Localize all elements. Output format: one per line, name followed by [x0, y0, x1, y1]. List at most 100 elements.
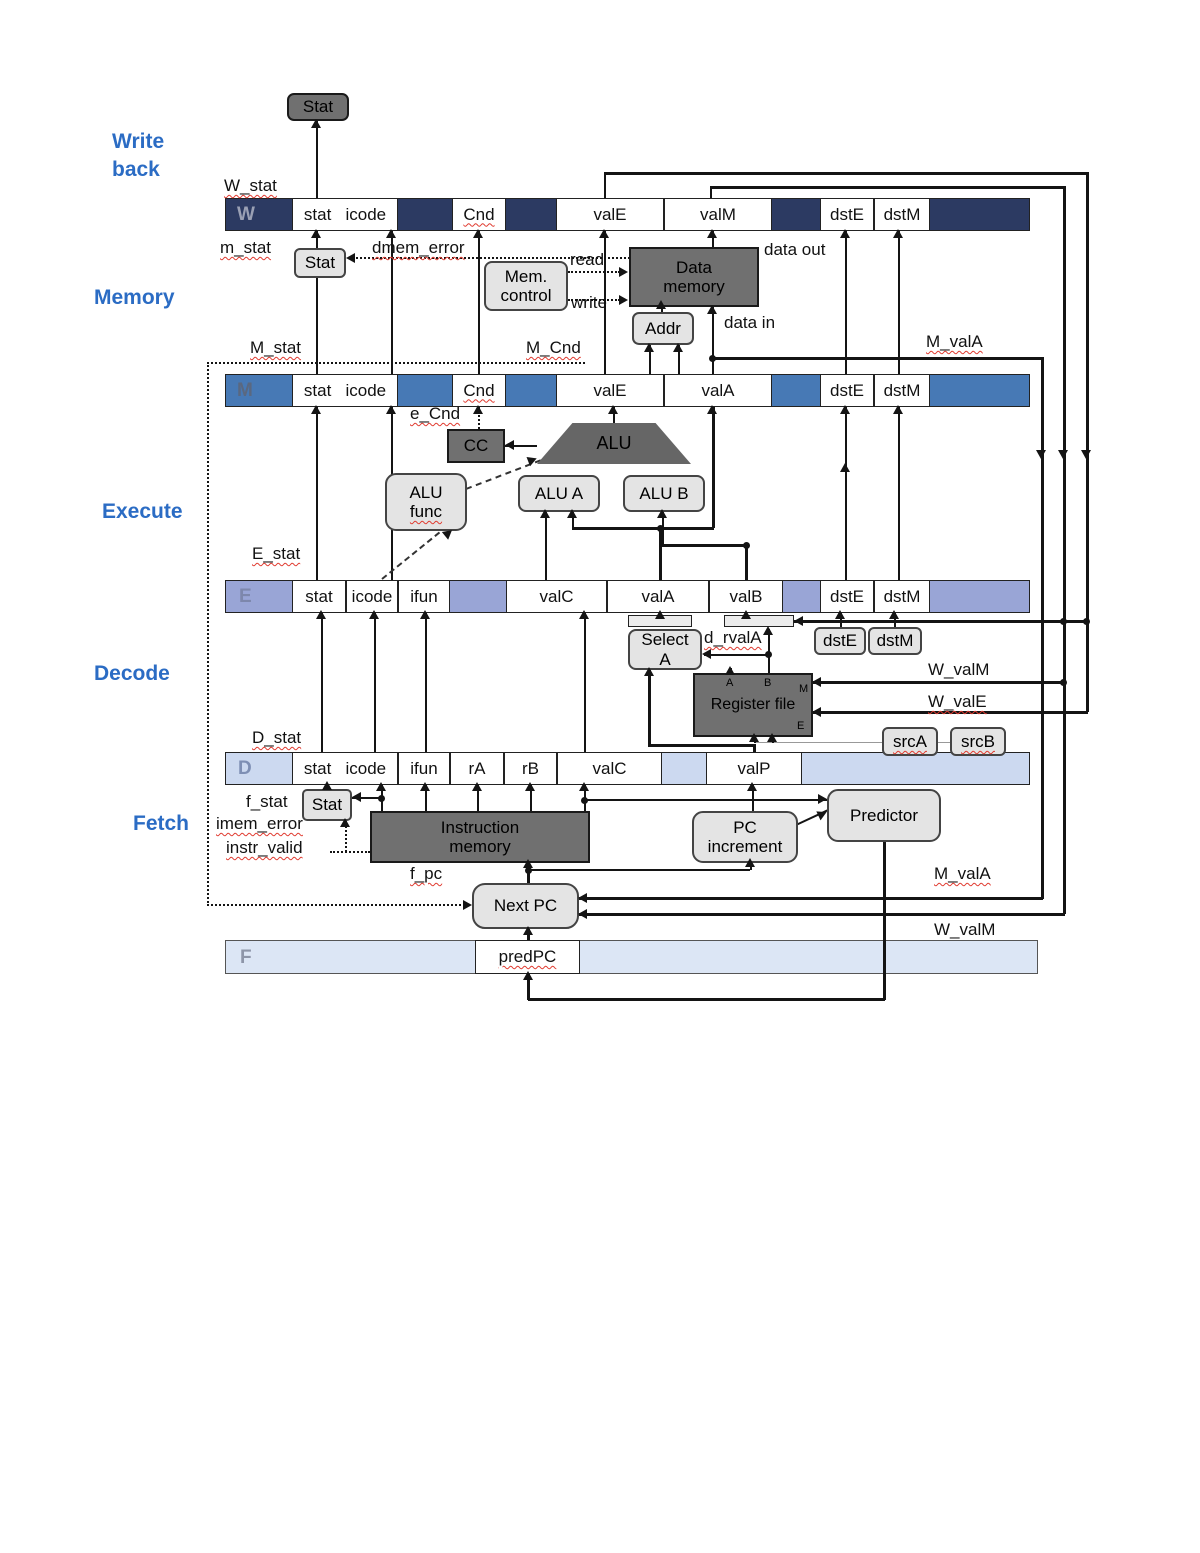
wire	[678, 345, 680, 374]
wire	[1086, 172, 1089, 712]
wire	[572, 512, 574, 527]
arrow	[463, 900, 472, 910]
e-field-dste: dstE	[820, 580, 874, 613]
arrow	[525, 782, 535, 791]
m-field-dstm: dstM	[874, 374, 930, 407]
wire	[478, 231, 480, 374]
register-letter-f: F	[240, 947, 252, 968]
arrow	[840, 229, 850, 238]
e-field-icode: icode	[346, 580, 398, 613]
w-field-stat-icode: stat icode	[292, 198, 398, 231]
pipeline-register-f	[225, 940, 1038, 974]
wire	[578, 913, 1065, 916]
junction-dot	[1060, 679, 1067, 686]
wire	[584, 799, 827, 801]
signal-f-pc: f_pc	[410, 864, 443, 883]
arrow	[707, 405, 717, 414]
arrow	[472, 782, 482, 791]
wire	[712, 357, 1043, 360]
signal-imem-error: imem_error	[216, 814, 303, 833]
wire	[578, 897, 1043, 900]
m-field-cnd: Cnd	[452, 374, 506, 407]
arrow	[540, 509, 550, 518]
stat-unit-memory: Stat	[294, 248, 346, 278]
arrow	[644, 343, 654, 352]
data-memory-line2: memory	[663, 277, 725, 296]
junction-dot	[743, 542, 750, 549]
dstm-unit: dstM	[868, 627, 922, 655]
wire-dotted	[568, 299, 620, 301]
alu-func-line2: func	[409, 502, 443, 521]
select-a-unit: Select A	[628, 629, 702, 670]
wire	[648, 744, 755, 747]
arrow	[579, 782, 589, 791]
arrow	[707, 305, 717, 314]
wire	[321, 613, 323, 752]
arrow	[608, 405, 618, 414]
e-field-ifun: ifun	[398, 580, 450, 613]
junction-dot	[378, 795, 385, 802]
arrow	[794, 616, 803, 626]
junction-dot	[709, 355, 716, 362]
wire	[1041, 357, 1044, 899]
wire	[662, 544, 746, 547]
cc-unit: CC	[447, 429, 505, 463]
arrow	[673, 343, 683, 352]
arrow	[835, 610, 845, 619]
instruction-memory-line2: memory	[449, 837, 511, 856]
wire	[812, 711, 1088, 714]
e-field-valb: valB	[709, 580, 783, 613]
wire	[352, 797, 383, 799]
signal-write: write	[571, 293, 607, 312]
signal-instr-valid: instr_valid	[226, 838, 303, 857]
arrow	[523, 971, 533, 980]
arrow	[657, 509, 667, 518]
d-field-rb: rB	[504, 752, 557, 785]
alu-unit: ALU	[537, 423, 691, 464]
predpc-text: predPC	[498, 947, 557, 966]
wire-thin	[754, 742, 1004, 743]
rf-port-a-label: A	[726, 677, 734, 689]
m-field-vala: valA	[664, 374, 772, 407]
arrow	[702, 649, 711, 659]
wire-dotted	[207, 362, 209, 906]
arrow	[812, 707, 821, 717]
instruction-memory-line1: Instruction	[440, 817, 520, 837]
arrow	[311, 405, 321, 414]
stage-label-memory: Memory	[94, 286, 175, 309]
arrow	[840, 463, 850, 472]
arrow	[1036, 450, 1046, 459]
arrow	[1081, 450, 1091, 459]
wire	[752, 785, 754, 811]
instruction-memory-unit: Instruction memory	[370, 811, 590, 863]
arrow	[767, 733, 777, 742]
alu-a-unit: ALU A	[518, 475, 600, 512]
dste-unit: dstE	[814, 627, 866, 655]
mem-control-unit: Mem. control	[484, 261, 568, 311]
w-field-vale: valE	[556, 198, 664, 231]
stat-unit-fetch: Stat	[302, 789, 352, 821]
arrow	[578, 893, 587, 903]
rf-port-m-label: M	[799, 683, 809, 695]
wire	[753, 744, 756, 752]
wire	[604, 172, 606, 198]
predictor-unit: Predictor	[827, 789, 941, 842]
m-field-vale: valE	[556, 374, 664, 407]
wire	[710, 186, 712, 198]
mem-control-line1: Mem.	[504, 266, 548, 286]
arrow	[725, 666, 735, 675]
wire	[712, 231, 714, 248]
arrow	[578, 909, 587, 919]
signal-m-stat-lower: m_stat	[220, 238, 272, 257]
wire	[898, 231, 900, 374]
wire	[845, 231, 847, 374]
register-file-unit: Register file	[693, 673, 813, 737]
arrow	[346, 253, 355, 263]
junction-dot	[657, 525, 664, 532]
w-field-cnd: Cnd	[452, 198, 506, 231]
alu-func-unit: ALU func	[385, 473, 467, 531]
f-field-predpc: predPC	[475, 940, 580, 974]
d-field-valc: valC	[557, 752, 662, 785]
register-letter-d: D	[238, 758, 252, 779]
